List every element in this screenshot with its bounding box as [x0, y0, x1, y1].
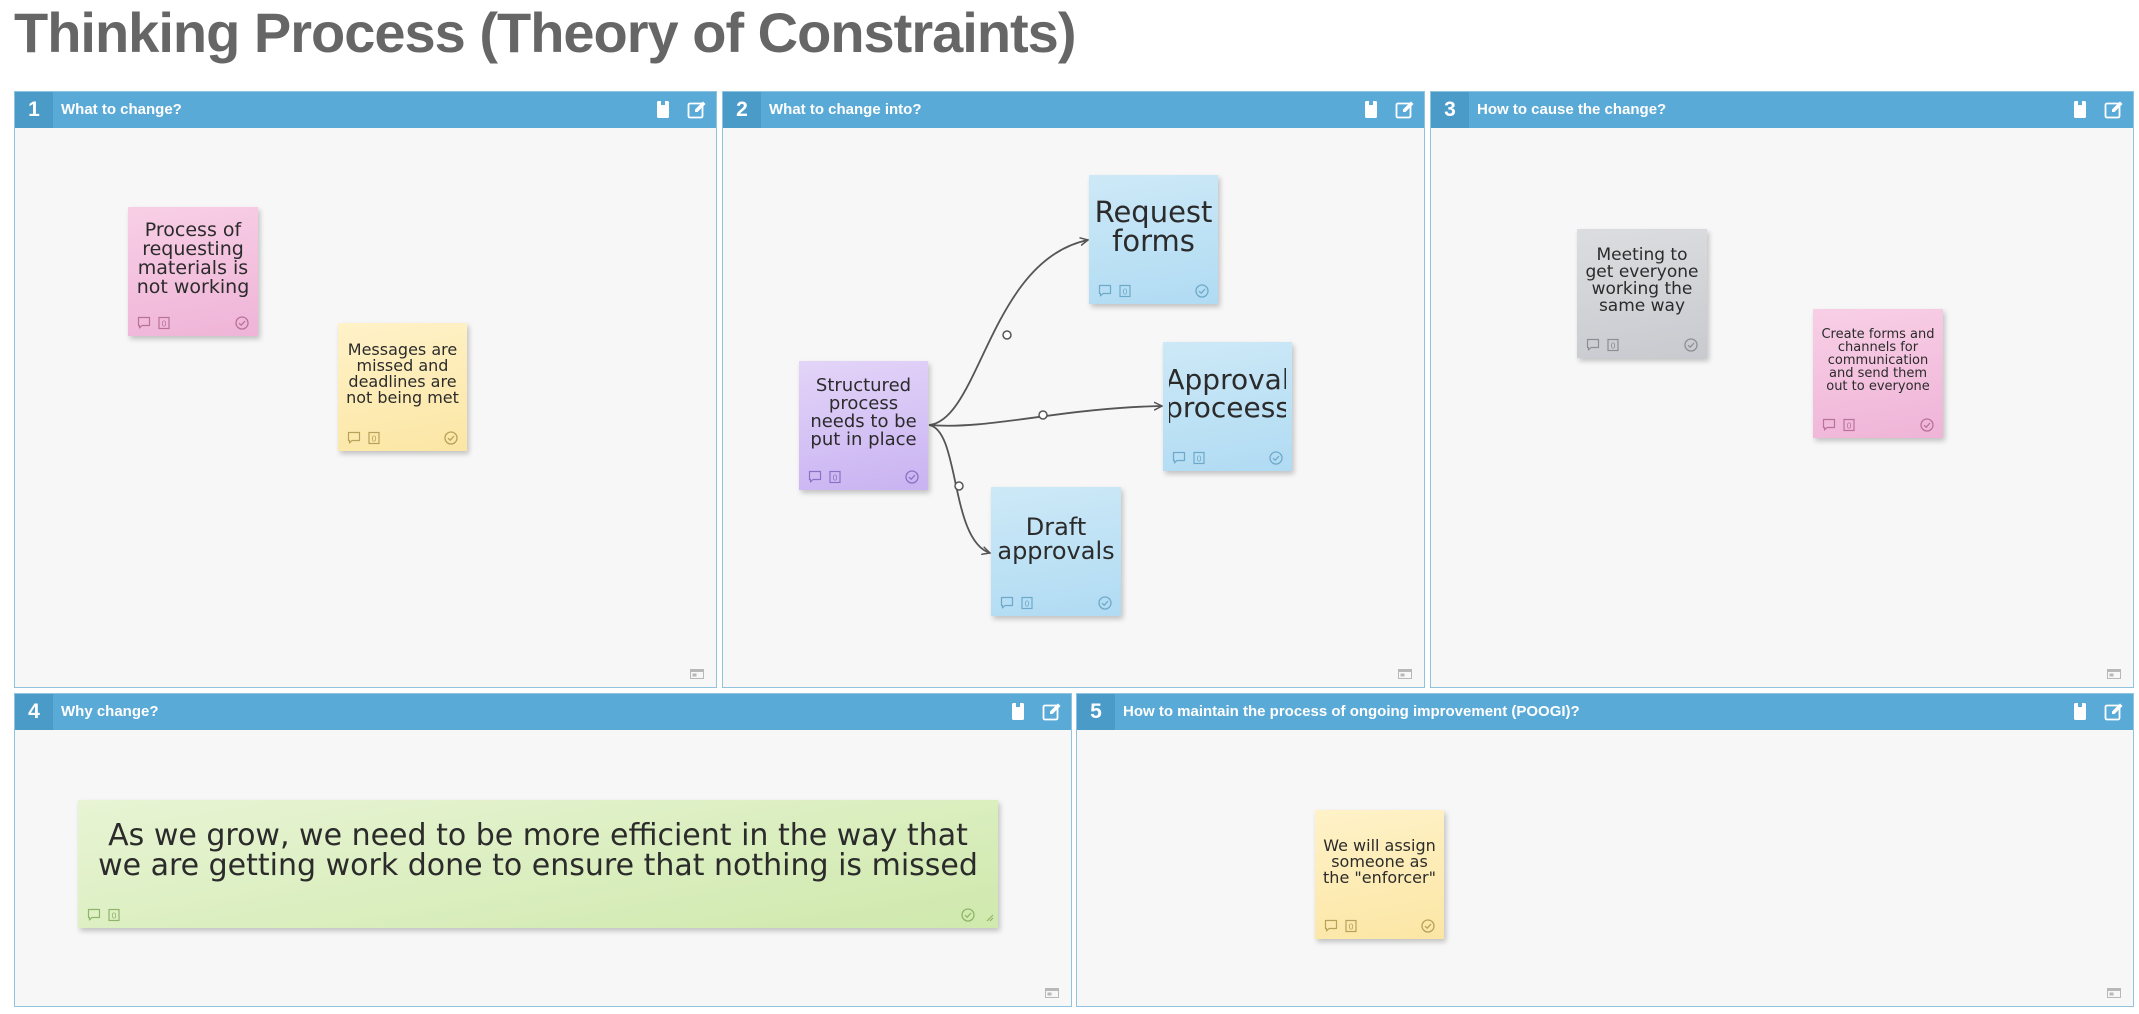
sticky-note[interactable]: Draft approvals: [991, 487, 1121, 616]
edit-icon[interactable]: [1042, 702, 1062, 722]
panel-header: 5 How to maintain the process of ongoing…: [1077, 694, 2133, 730]
note-footer: [1323, 917, 1436, 933]
count-badge-icon[interactable]: [1019, 596, 1035, 610]
check-circle-icon[interactable]: [1683, 338, 1699, 352]
edit-icon[interactable]: [687, 100, 707, 120]
comment-icon[interactable]: [1097, 284, 1113, 298]
check-circle-icon[interactable]: [1919, 418, 1935, 432]
comment-icon[interactable]: [1821, 418, 1837, 432]
comment-icon[interactable]: [346, 431, 362, 445]
note-footer: [346, 429, 459, 445]
note-text: We will assign someone as the "enforcer": [1323, 835, 1436, 887]
note-text: Structured process needs to be put in pl…: [810, 374, 917, 450]
sticky-note[interactable]: As we grow, we need to be more efficient…: [78, 800, 998, 928]
note-text: Create forms and channels for communicat…: [1821, 327, 1935, 394]
comment-icon[interactable]: [807, 470, 823, 484]
panel-view-icon[interactable]: [2107, 988, 2121, 998]
panel-header: 4 Why change?: [15, 694, 1071, 730]
card-icon[interactable]: [1361, 100, 1381, 120]
count-badge-icon[interactable]: [1605, 338, 1621, 352]
count-badge-icon[interactable]: [1343, 919, 1359, 933]
sticky-note[interactable]: Create forms and channels for communicat…: [1813, 309, 1943, 438]
check-circle-icon[interactable]: [443, 431, 459, 445]
comment-icon[interactable]: [999, 596, 1015, 610]
check-circle-icon[interactable]: [904, 470, 920, 484]
panel-title: How to maintain the process of ongoing i…: [1123, 703, 1580, 720]
panel-number: 4: [15, 694, 53, 730]
note-footer: [1585, 336, 1699, 352]
note-footer: [999, 594, 1113, 610]
panel-number: 1: [15, 92, 53, 128]
panel-poogi: 5 How to maintain the process of ongoing…: [1076, 693, 2134, 1007]
panel-number: 5: [1077, 694, 1115, 730]
check-circle-icon[interactable]: [1420, 919, 1436, 933]
panel-what-to-change: 1 What to change?: [14, 91, 717, 688]
note-footer: [86, 906, 994, 922]
check-circle-icon[interactable]: [1097, 596, 1113, 610]
check-circle-icon[interactable]: [1194, 284, 1210, 298]
check-circle-icon[interactable]: [1268, 451, 1284, 465]
note-text: Approval proceess: [1169, 362, 1286, 424]
page-title: Thinking Process (Theory of Constraints): [14, 1, 1076, 64]
comment-icon[interactable]: [1585, 338, 1601, 352]
comment-icon[interactable]: [1323, 919, 1339, 933]
panel-how-to-cause-change: 3 How to cause the change?: [1430, 91, 2134, 688]
count-badge-icon[interactable]: [366, 431, 382, 445]
count-badge-icon[interactable]: [827, 470, 843, 484]
note-footer: [1097, 282, 1210, 298]
card-icon[interactable]: [653, 100, 673, 120]
count-badge-icon[interactable]: [156, 316, 172, 330]
panel-number: 2: [723, 92, 761, 128]
card-icon[interactable]: [2070, 100, 2090, 120]
count-badge-icon[interactable]: [1191, 451, 1207, 465]
note-footer: [1171, 449, 1284, 465]
count-badge-icon[interactable]: [1117, 284, 1133, 298]
comment-icon[interactable]: [1171, 451, 1187, 465]
edit-icon[interactable]: [2104, 702, 2124, 722]
note-text: Process of requesting materials is not w…: [136, 218, 250, 298]
sticky-note[interactable]: Messages are missed and deadlines are no…: [338, 323, 467, 451]
panel-number: 3: [1431, 92, 1469, 128]
check-circle-icon[interactable]: [234, 316, 250, 330]
note-text: Request forms: [1095, 194, 1212, 258]
panel-title: What to change into?: [769, 101, 922, 118]
check-circle-icon[interactable]: [960, 908, 976, 922]
panel-header: 3 How to cause the change?: [1431, 92, 2133, 128]
panel-view-icon[interactable]: [690, 669, 704, 679]
comment-icon[interactable]: [86, 908, 102, 922]
sticky-note[interactable]: Process of requesting materials is not w…: [128, 207, 258, 336]
note-footer: [807, 468, 920, 484]
panel-title: Why change?: [61, 703, 159, 720]
sticky-note[interactable]: Approval proceess: [1163, 342, 1292, 471]
edit-icon[interactable]: [1395, 100, 1415, 120]
note-text: As we grow, we need to be more efficient…: [98, 818, 978, 883]
panel-title: How to cause the change?: [1477, 101, 1667, 118]
comment-icon[interactable]: [136, 316, 152, 330]
sticky-note[interactable]: Request forms: [1089, 175, 1218, 304]
edit-icon[interactable]: [2104, 100, 2124, 120]
sticky-note[interactable]: We will assign someone as the "enforcer": [1315, 810, 1444, 939]
note-text: Draft approvals: [997, 512, 1115, 565]
card-icon[interactable]: [1008, 702, 1028, 722]
note-text: Meeting to get everyone working the same…: [1585, 244, 1699, 316]
resize-handle-icon[interactable]: [984, 912, 994, 922]
panel-view-icon[interactable]: [1398, 669, 1412, 679]
count-badge-icon[interactable]: [106, 908, 122, 922]
panel-header: 1 What to change?: [15, 92, 716, 128]
panel-view-icon[interactable]: [1045, 988, 1059, 998]
note-footer: [136, 314, 250, 330]
panel-header: 2 What to change into?: [723, 92, 1424, 128]
panel-view-icon[interactable]: [2107, 669, 2121, 679]
note-footer: [1821, 416, 1935, 432]
card-icon[interactable]: [2070, 702, 2090, 722]
note-text: Messages are missed and deadlines are no…: [346, 340, 459, 407]
sticky-note[interactable]: Meeting to get everyone working the same…: [1577, 229, 1707, 358]
panel-title: What to change?: [61, 101, 182, 118]
sticky-note[interactable]: Structured process needs to be put in pl…: [799, 361, 928, 490]
count-badge-icon[interactable]: [1841, 418, 1857, 432]
